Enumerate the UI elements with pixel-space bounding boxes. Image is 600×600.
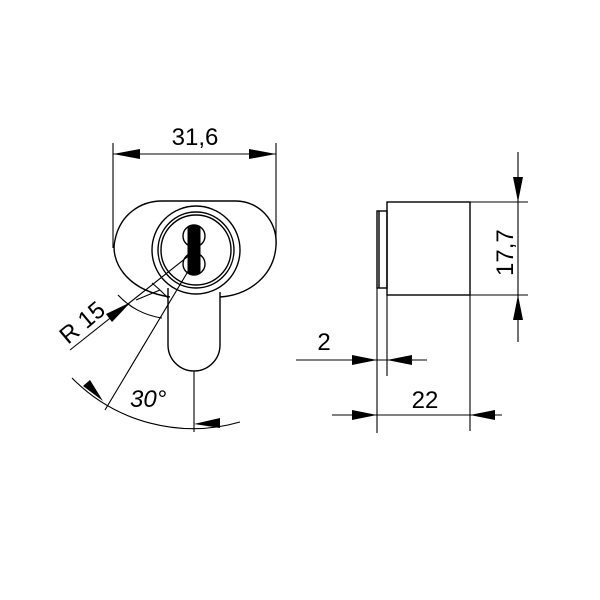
width-dimension-label: 31,6 — [172, 124, 219, 151]
radius-dimension: R 15 — [55, 249, 197, 411]
angle-dimension: 30° — [71, 377, 241, 430]
length-dimension-label: 22 — [412, 387, 439, 414]
side-view: 17,7 2 22 — [296, 152, 528, 433]
radius-dimension-label: R 15 — [55, 296, 111, 349]
cylinder-outer-ring — [151, 205, 241, 295]
cylinder-middle-ring — [157, 211, 235, 289]
width-dimension: 31,6 — [112, 124, 277, 248]
flange-dimension-label: 2 — [317, 329, 330, 356]
escutcheon-outline — [113, 200, 277, 298]
angle-dimension-label: 30° — [130, 386, 167, 413]
cylinder-body — [386, 201, 471, 296]
keyway — [182, 224, 206, 276]
front-view: 31,6 R 15 — [55, 124, 277, 432]
cylinder-inner-ring — [160, 214, 232, 286]
height-dimension-label: 17,7 — [492, 229, 519, 276]
cam-lever — [167, 288, 221, 372]
height-dimension: 17,7 — [492, 152, 523, 342]
length-dimension: 22 — [332, 387, 502, 420]
flange-dimension: 2 — [296, 329, 427, 365]
